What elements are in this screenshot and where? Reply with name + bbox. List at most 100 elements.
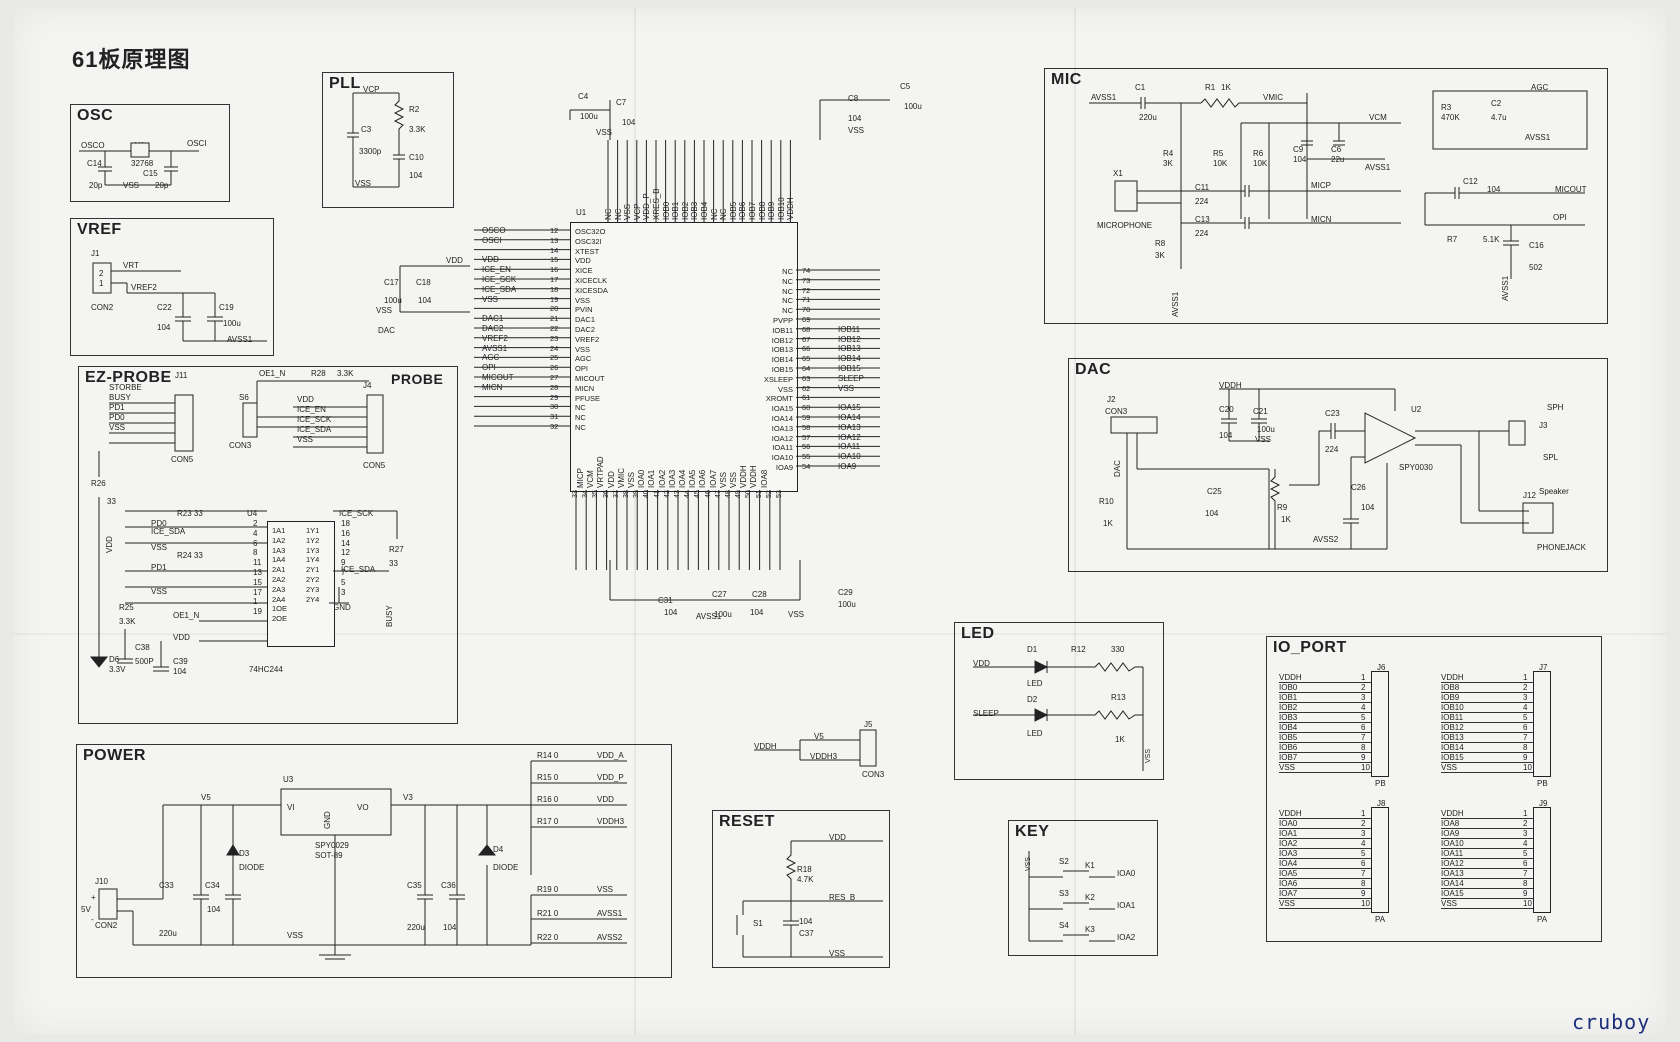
io-header-ref: J7 (1539, 663, 1548, 672)
led-wiring (973, 660, 1144, 771)
dac-label: U2 (1411, 405, 1422, 414)
io-header-net: VDDH (1441, 809, 1464, 818)
reset-title: RESET (719, 813, 775, 830)
mcu-wiring (399, 99, 890, 601)
io-header-pin: 8 (1523, 743, 1528, 752)
dac-label: 104 (1361, 503, 1375, 512)
io-header-net: IOA3 (1279, 849, 1298, 858)
osc-label: OSCO (81, 141, 105, 150)
ez-probe-label: R23 33 (177, 509, 203, 518)
mic-label: AVSS1 (1525, 133, 1551, 142)
vref-label: C19 (219, 303, 234, 312)
io-header-footprint: PB (1375, 779, 1386, 788)
paper-fold (1074, 8, 1076, 1034)
io-header-net: IOB10 (1441, 703, 1464, 712)
ez-probe-label: CON5 (171, 455, 194, 464)
ez-probe-label: OE1_N (173, 611, 200, 620)
osc-title: OSC (77, 107, 114, 124)
ez-probe-label: VDD (297, 395, 314, 404)
ez-probe-label: S6 (239, 393, 249, 402)
key-wiring (1028, 851, 1115, 942)
dac-label: 224 (1325, 445, 1339, 454)
power-rail-net: AVSS1 (597, 909, 623, 918)
mcu-cap-label: 104 (664, 608, 678, 617)
io-header-net: IOB15 (1441, 753, 1464, 762)
mic-label: C6 (1331, 145, 1342, 154)
pll-label: VSS (355, 179, 372, 188)
u4-pin-number: 4 (253, 528, 258, 538)
key-label: IOA1 (1117, 901, 1136, 910)
u4-pin-number: 8 (253, 548, 258, 558)
io-header-pin: 1 (1523, 809, 1528, 818)
io-header-footprint: PB (1537, 779, 1548, 788)
io-header-wire (1279, 772, 1371, 773)
vref-title: VREF (77, 221, 122, 238)
u4-pin-number: 15 (253, 577, 262, 587)
u1-left-pin-names: OSC32O OSC32I XTEST VDD XICE XICECLK XIC… (575, 227, 608, 432)
dac-label: C26 (1351, 483, 1366, 492)
io-header-wire (1441, 722, 1533, 723)
key-label: S2 (1059, 857, 1069, 866)
io-header-wire (1279, 712, 1371, 713)
io-header-wire (1441, 868, 1533, 869)
mic-label: AVSS1 (1091, 93, 1117, 102)
key-panel: KEY VSS S2 K1 IOA0 S3 K2 IOA1 S4 K3 IOA2 (1008, 820, 1158, 956)
io-header-wire (1441, 908, 1533, 909)
mcu-cap-label: 100u (384, 296, 402, 305)
osc-label: OSCI (187, 139, 207, 148)
io-header-wire (1279, 878, 1371, 879)
mic-label: 104 (1487, 185, 1501, 194)
pll-label: C3 (361, 125, 372, 134)
vref-label: 104 (157, 323, 171, 332)
mic-wiring (1089, 90, 1588, 279)
j5-block: VDDH V5 VDDH3 J5 CON3 (750, 720, 900, 780)
ez-probe-label: 3.3K (337, 369, 354, 378)
mcu-cap-label: 104 (622, 118, 636, 127)
io-port-title: IO_PORT (1273, 639, 1347, 656)
ez-probe-label: VSS (151, 587, 168, 596)
io-header-net: IOA12 (1441, 859, 1464, 868)
io-header-ref: J6 (1377, 663, 1386, 672)
ez-probe-title: EZ-PROBE (85, 369, 172, 386)
vref-wiring (92, 262, 267, 342)
io-header-wire (1441, 848, 1533, 849)
io-header-net: IOB5 (1279, 733, 1298, 742)
power-label: SOT-89 (315, 851, 343, 860)
power-label: 104 (443, 923, 457, 932)
io-header-net: IOA4 (1279, 859, 1298, 868)
dac-label: 104 (1219, 431, 1233, 440)
power-label: V3 (403, 793, 413, 802)
io-header-wire (1441, 772, 1533, 773)
ez-probe-label: ICE_SDA (151, 527, 186, 536)
mic-label: 224 (1195, 197, 1209, 206)
ez-probe-label: CON3 (229, 441, 252, 450)
paper-fold (634, 8, 636, 1034)
io-header-wire (1279, 888, 1371, 889)
io-header-pin: 7 (1523, 733, 1528, 742)
power-rail-resistor: R19 0 (537, 885, 559, 894)
ez-probe-label: R25 (119, 603, 134, 612)
ez-probe-label: OE1_N (259, 369, 286, 378)
io-header-net: IOA0 (1279, 819, 1298, 828)
ez-probe-label: PD0 (151, 519, 167, 528)
io-header-footprint: PA (1375, 915, 1386, 924)
ez-probe-wiring (89, 380, 398, 672)
io-header-net: IOA5 (1279, 869, 1298, 878)
power-label: 104 (207, 905, 221, 914)
io-header-pin: 8 (1523, 879, 1528, 888)
mic-label: C13 (1195, 215, 1210, 224)
vref-label: AVSS1 (227, 335, 253, 344)
ez-probe-label: 33 (107, 497, 116, 506)
io-header-pin: 4 (1523, 703, 1528, 712)
io-header-wire (1441, 712, 1533, 713)
dac-label: C25 (1207, 487, 1222, 496)
u4-pin-number: 16 (341, 528, 350, 538)
power-label: DIODE (493, 863, 519, 872)
u4-pin-number: 12 (341, 548, 350, 558)
mcu-cap-label: 100u (904, 102, 922, 111)
